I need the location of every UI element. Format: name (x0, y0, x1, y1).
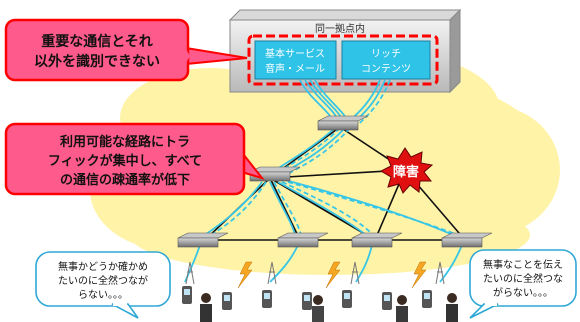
right-bubble-line-3: がらない。。。 (493, 286, 553, 299)
lightning-icon (411, 261, 427, 289)
site-title: 同一拠点内 (315, 22, 365, 35)
middle-callout-box (4, 122, 246, 196)
lightning-icon (237, 261, 253, 289)
edge-switch-3 (351, 232, 403, 248)
right-speech-bubble (469, 249, 577, 319)
phone-icon (342, 290, 352, 308)
person-icon (446, 293, 458, 322)
phone-icon (222, 292, 232, 310)
top-callout-line-1: 重要な通信とそれ (41, 33, 153, 50)
lightning-icon (325, 261, 341, 289)
left-speech-bubble (35, 251, 171, 319)
phone-icon (182, 286, 192, 304)
middle-callout-line-2: フィックが集中し、すべて (48, 153, 202, 169)
middle-callout-line-1: 利用可能な経路にトラ (60, 134, 190, 150)
phone-icon (262, 290, 272, 308)
fault-burst: 障害 (379, 147, 434, 194)
core-switch (317, 115, 369, 131)
left-bubble-line-2: たいのに全然つなが (58, 274, 148, 287)
antenna-icon (185, 261, 195, 285)
right-box-line-2: コンテンツ (361, 64, 411, 75)
middle-callout-line-3: の通信の疎通率が低下 (60, 172, 190, 188)
left-box-line-2: 音声・メール (265, 62, 325, 75)
left-bubble-line-3: らない。。。 (78, 289, 128, 301)
person-icon (396, 295, 408, 322)
person-icon (312, 295, 324, 322)
radio-towers (185, 261, 445, 285)
edge-switch-1 (177, 232, 229, 248)
top-callout-box (4, 18, 190, 82)
site-box (228, 8, 462, 94)
user-devices-row (182, 286, 458, 322)
network-cloud (90, 55, 560, 275)
phone-icon (302, 292, 312, 310)
phone-icon (422, 290, 432, 308)
edge-switch-4 (441, 232, 493, 248)
antenna-icon (267, 261, 277, 285)
top-callout-line-2: 以外を識別できない (34, 53, 160, 70)
right-bubble-line-1: 無事なことを伝え (483, 258, 563, 271)
edge-switch-2 (277, 232, 329, 248)
signal-bolts (237, 261, 427, 289)
aggregation-switch-left (249, 166, 301, 182)
fault-label: 障害 (393, 164, 419, 180)
right-bubble-line-2: たいのに全然つな (483, 272, 563, 285)
antenna-icon (350, 261, 360, 285)
antenna-icon (435, 261, 445, 285)
right-box-line-1: リッチ (371, 48, 401, 60)
left-bubble-line-1: 無事かどうか確かめ (58, 260, 148, 273)
person-icon (200, 293, 212, 322)
network-switches (177, 115, 493, 248)
phone-icon (382, 292, 392, 310)
left-box-line-1: 基本サービス (265, 47, 325, 60)
